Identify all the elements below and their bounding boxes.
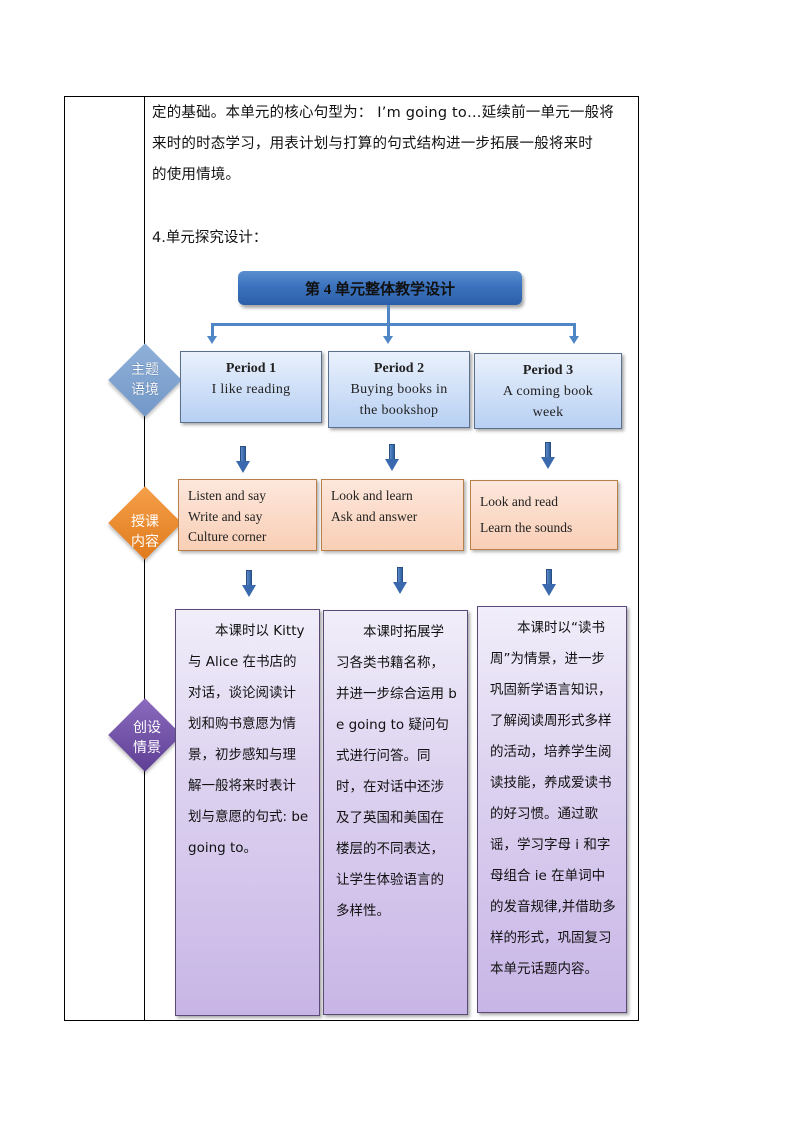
- connector-arrowhead-left: [207, 336, 217, 344]
- theme-label-line-2: 语境: [131, 382, 159, 398]
- period-3-title: Period 3: [522, 363, 574, 378]
- theme-diamond-label: 主题 语境: [108, 360, 182, 400]
- period-2-title: Period 2: [373, 361, 425, 376]
- connector-arrowhead-right: [569, 336, 579, 344]
- content-item: Look and read: [480, 494, 558, 509]
- period-1-subtitle: I like reading: [211, 382, 291, 397]
- period-1-box: Period 1 I like reading: [180, 351, 322, 423]
- period-2-subtitle: Buying books in the bookshop: [350, 382, 448, 418]
- period-3-scenario-text: 本课时以“读书周”为情景，进一步巩固新学语言知识，了解阅读周形式多样的活动，培养…: [490, 620, 616, 977]
- paragraph-line-1: 定的基础。本单元的核心句型为： I’m going to…延续前一单元一般将: [152, 105, 614, 121]
- content-item: Culture corner: [188, 529, 267, 544]
- diagram-title: 第 4 单元整体教学设计: [304, 281, 455, 298]
- period-2-content-box: Look and learn Ask and answer: [321, 479, 464, 551]
- scenario-label-line-2: 情景: [133, 740, 161, 756]
- period-3-subtitle: A coming book week: [502, 384, 594, 420]
- period-2-box: Period 2 Buying books in the bookshop: [328, 351, 470, 428]
- content-label-line-2: 内容: [131, 534, 159, 550]
- connector-arrowhead-center: [383, 336, 393, 344]
- period-3-scenario-box: 本课时以“读书周”为情景，进一步巩固新学语言知识，了解阅读周形式多样的活动，培养…: [477, 606, 627, 1013]
- period-2-scenario-text: 本课时拓展学习各类书籍名称，并进一步综合运用 be going to 疑问句式进…: [336, 624, 457, 919]
- connector-right-drop: [573, 323, 576, 337]
- content-item: Write and say: [188, 508, 263, 524]
- down-arrow-icon: [542, 569, 556, 597]
- period-2-scenario-box: 本课时拓展学习各类书籍名称，并进一步综合运用 be going to 疑问句式进…: [323, 610, 468, 1015]
- scenario-diamond-label: 创设 情景: [110, 718, 184, 758]
- connector-left-drop: [211, 323, 214, 337]
- content-item: Ask and answer: [331, 508, 418, 524]
- down-arrow-icon: [541, 442, 555, 470]
- content-item: Learn the sounds: [480, 520, 573, 535]
- section-heading: 4.单元探究设计：: [152, 230, 268, 246]
- content-label-line-1: 授课: [131, 514, 159, 530]
- content-item: Look and learn: [331, 488, 413, 503]
- period-1-title: Period 1: [225, 361, 277, 376]
- content-diamond-label: 授课 内容: [108, 512, 182, 552]
- paragraph-line-2: 来时的时态学习，用表计划与打算的句式结构进一步拓展一般将来时: [152, 136, 593, 152]
- connector-horizontal: [211, 323, 576, 326]
- down-arrow-icon: [385, 444, 399, 472]
- period-3-content-box: Look and read Learn the sounds: [470, 480, 618, 550]
- theme-label-line-1: 主题: [131, 362, 159, 378]
- period-1-scenario-text: 本课时以 Kitty 与 Alice 在书店的对话，谈论阅读计划和购书意愿为情景…: [188, 623, 309, 856]
- period-1-scenario-box: 本课时以 Kitty 与 Alice 在书店的对话，谈论阅读计划和购书意愿为情景…: [175, 609, 320, 1016]
- down-arrow-icon: [393, 567, 407, 595]
- scenario-label-line-1: 创设: [133, 720, 161, 736]
- period-1-content-box: Listen and say Write and say Culture cor…: [178, 479, 317, 551]
- connector-center-drop: [387, 323, 390, 337]
- period-3-box: Period 3 A coming book week: [474, 353, 622, 429]
- down-arrow-icon: [236, 446, 250, 474]
- paragraph-line-3: 的使用情境。: [152, 167, 241, 183]
- table-frame: [64, 96, 639, 1021]
- content-item: Listen and say: [188, 488, 266, 503]
- down-arrow-icon: [242, 570, 256, 598]
- connector-vertical-main: [387, 305, 390, 325]
- diagram-title-bar: 第 4 单元整体教学设计: [238, 271, 522, 305]
